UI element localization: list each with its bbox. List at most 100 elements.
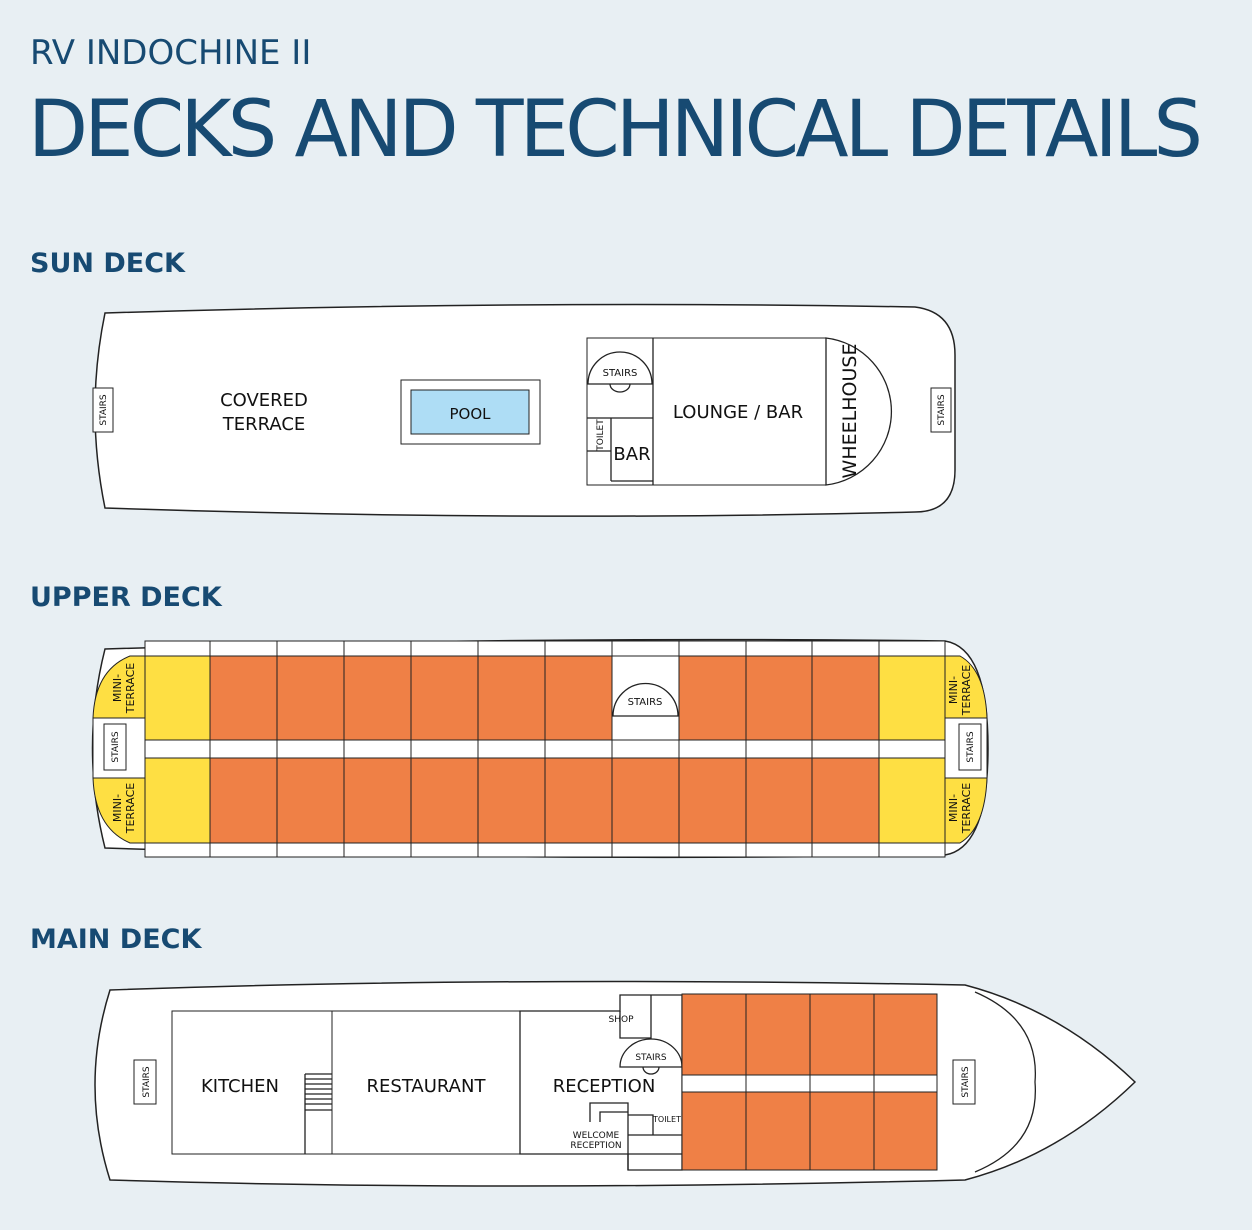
- corridor: [811, 739, 880, 759]
- mini-terrace-label: MINI-: [111, 794, 124, 822]
- ship-name: RV INDOCHINE II: [30, 33, 311, 73]
- cabin: [809, 993, 875, 1076]
- stairs-box: [930, 387, 952, 433]
- cabin: [477, 655, 546, 741]
- corridor: [681, 1074, 747, 1093]
- shop-label: SHOP: [609, 1015, 635, 1025]
- stairs-label: STAIRS: [603, 368, 638, 379]
- corridor: [611, 739, 680, 759]
- terrace: [144, 655, 211, 741]
- stairs-label: STAIRS: [635, 1053, 667, 1063]
- cabin: [544, 757, 613, 844]
- stairs-label: STAIRS: [937, 394, 947, 426]
- cabin: [745, 1091, 811, 1171]
- cabin: [681, 1091, 747, 1171]
- welcome-reception-label-2: RECEPTION: [570, 1141, 621, 1151]
- cabin: [209, 757, 278, 844]
- terrace: [878, 655, 946, 741]
- covered-terrace-label-2: TERRACE: [222, 414, 306, 435]
- corridor: [745, 739, 813, 759]
- kitchen-label: KITCHEN: [201, 1076, 279, 1097]
- covered-terrace-label: COVERED: [220, 390, 308, 411]
- cabin: [678, 655, 747, 741]
- corridor: [144, 739, 211, 759]
- wheelhouse-label: WHEELHOUSE: [839, 344, 861, 479]
- mini-terrace-label: TERRACE: [124, 783, 137, 835]
- corridor: [410, 739, 479, 759]
- deck-strip: [878, 842, 946, 858]
- deck-strip: [410, 842, 479, 858]
- cabin: [276, 757, 345, 844]
- lounge-label: LOUNGE / BAR: [673, 402, 803, 423]
- mini-terrace-label: TERRACE: [124, 663, 137, 715]
- cabin: [343, 757, 412, 844]
- stairs-label: STAIRS: [142, 1066, 152, 1098]
- cabin: [611, 757, 680, 844]
- corridor: [878, 739, 946, 759]
- welcome-reception-label: WELCOME: [573, 1131, 620, 1141]
- toilet-label: TOILET: [596, 419, 606, 452]
- deck-strip: [811, 842, 880, 858]
- deck-strip: [209, 640, 278, 657]
- corridor: [477, 739, 546, 759]
- stairs-box: [103, 723, 127, 771]
- deck-strip: [811, 640, 880, 657]
- deck-strip: [611, 842, 680, 858]
- mini-terrace-label: MINI-: [947, 794, 960, 822]
- pool-label: POOL: [449, 405, 491, 423]
- stairs-label: STAIRS: [111, 731, 121, 763]
- stairwell: [611, 655, 680, 741]
- cabin: [745, 757, 813, 844]
- mini-terrace-label: TERRACE: [960, 665, 973, 717]
- mini-terrace-label: MINI-: [947, 676, 960, 704]
- deck-strip: [343, 640, 412, 657]
- deck-strip: [745, 842, 813, 858]
- main-deck: [94, 980, 1137, 1187]
- deck-strip: [144, 640, 211, 657]
- cabin: [745, 993, 811, 1076]
- deck-strip: [745, 640, 813, 657]
- deck-strip: [678, 842, 747, 858]
- terrace: [144, 757, 211, 844]
- deck-strip: [477, 842, 546, 858]
- toilet-label: TOILET: [652, 1115, 681, 1124]
- main-deck-heading: MAIN DECK: [30, 924, 202, 955]
- deck-strip: [144, 842, 211, 858]
- stairs-label: STAIRS: [628, 697, 663, 708]
- reception-label: RECEPTION: [553, 1076, 656, 1097]
- lounge-block: [586, 337, 827, 486]
- stairs-label: STAIRS: [99, 394, 109, 426]
- cabin: [343, 655, 412, 741]
- stairs-label: STAIRS: [961, 1066, 971, 1098]
- deck-strip: [611, 640, 680, 657]
- cabin: [873, 1091, 938, 1171]
- page-title: DECKS AND TECHNICAL DETAILS: [28, 85, 1203, 175]
- cabin: [811, 757, 880, 844]
- sun-deck-heading: SUN DECK: [30, 248, 186, 279]
- cabin: [410, 655, 479, 741]
- corridor: [209, 739, 278, 759]
- cabin: [745, 655, 813, 741]
- deck-strip: [878, 640, 946, 657]
- deck-strip: [544, 842, 613, 858]
- cabin: [809, 1091, 875, 1171]
- upper-deck: [91, 638, 989, 859]
- cabin: [209, 655, 278, 741]
- corridor: [276, 739, 345, 759]
- cabin: [477, 757, 546, 844]
- corridor: [809, 1074, 875, 1093]
- stairs-box: [92, 387, 114, 433]
- cabin: [410, 757, 479, 844]
- cabin: [544, 655, 613, 741]
- deck-strip: [544, 640, 613, 657]
- stairs-box: [958, 723, 982, 771]
- mini-terrace-label: TERRACE: [960, 783, 973, 835]
- deck-strip: [410, 640, 479, 657]
- deck-strip: [209, 842, 278, 858]
- pool: [410, 389, 530, 435]
- corridor: [678, 739, 747, 759]
- cabin: [276, 655, 345, 741]
- corridor: [343, 739, 412, 759]
- sun-deck: STAIRS COVERED TERRACE POOL STAIRS TOILE…: [92, 303, 956, 517]
